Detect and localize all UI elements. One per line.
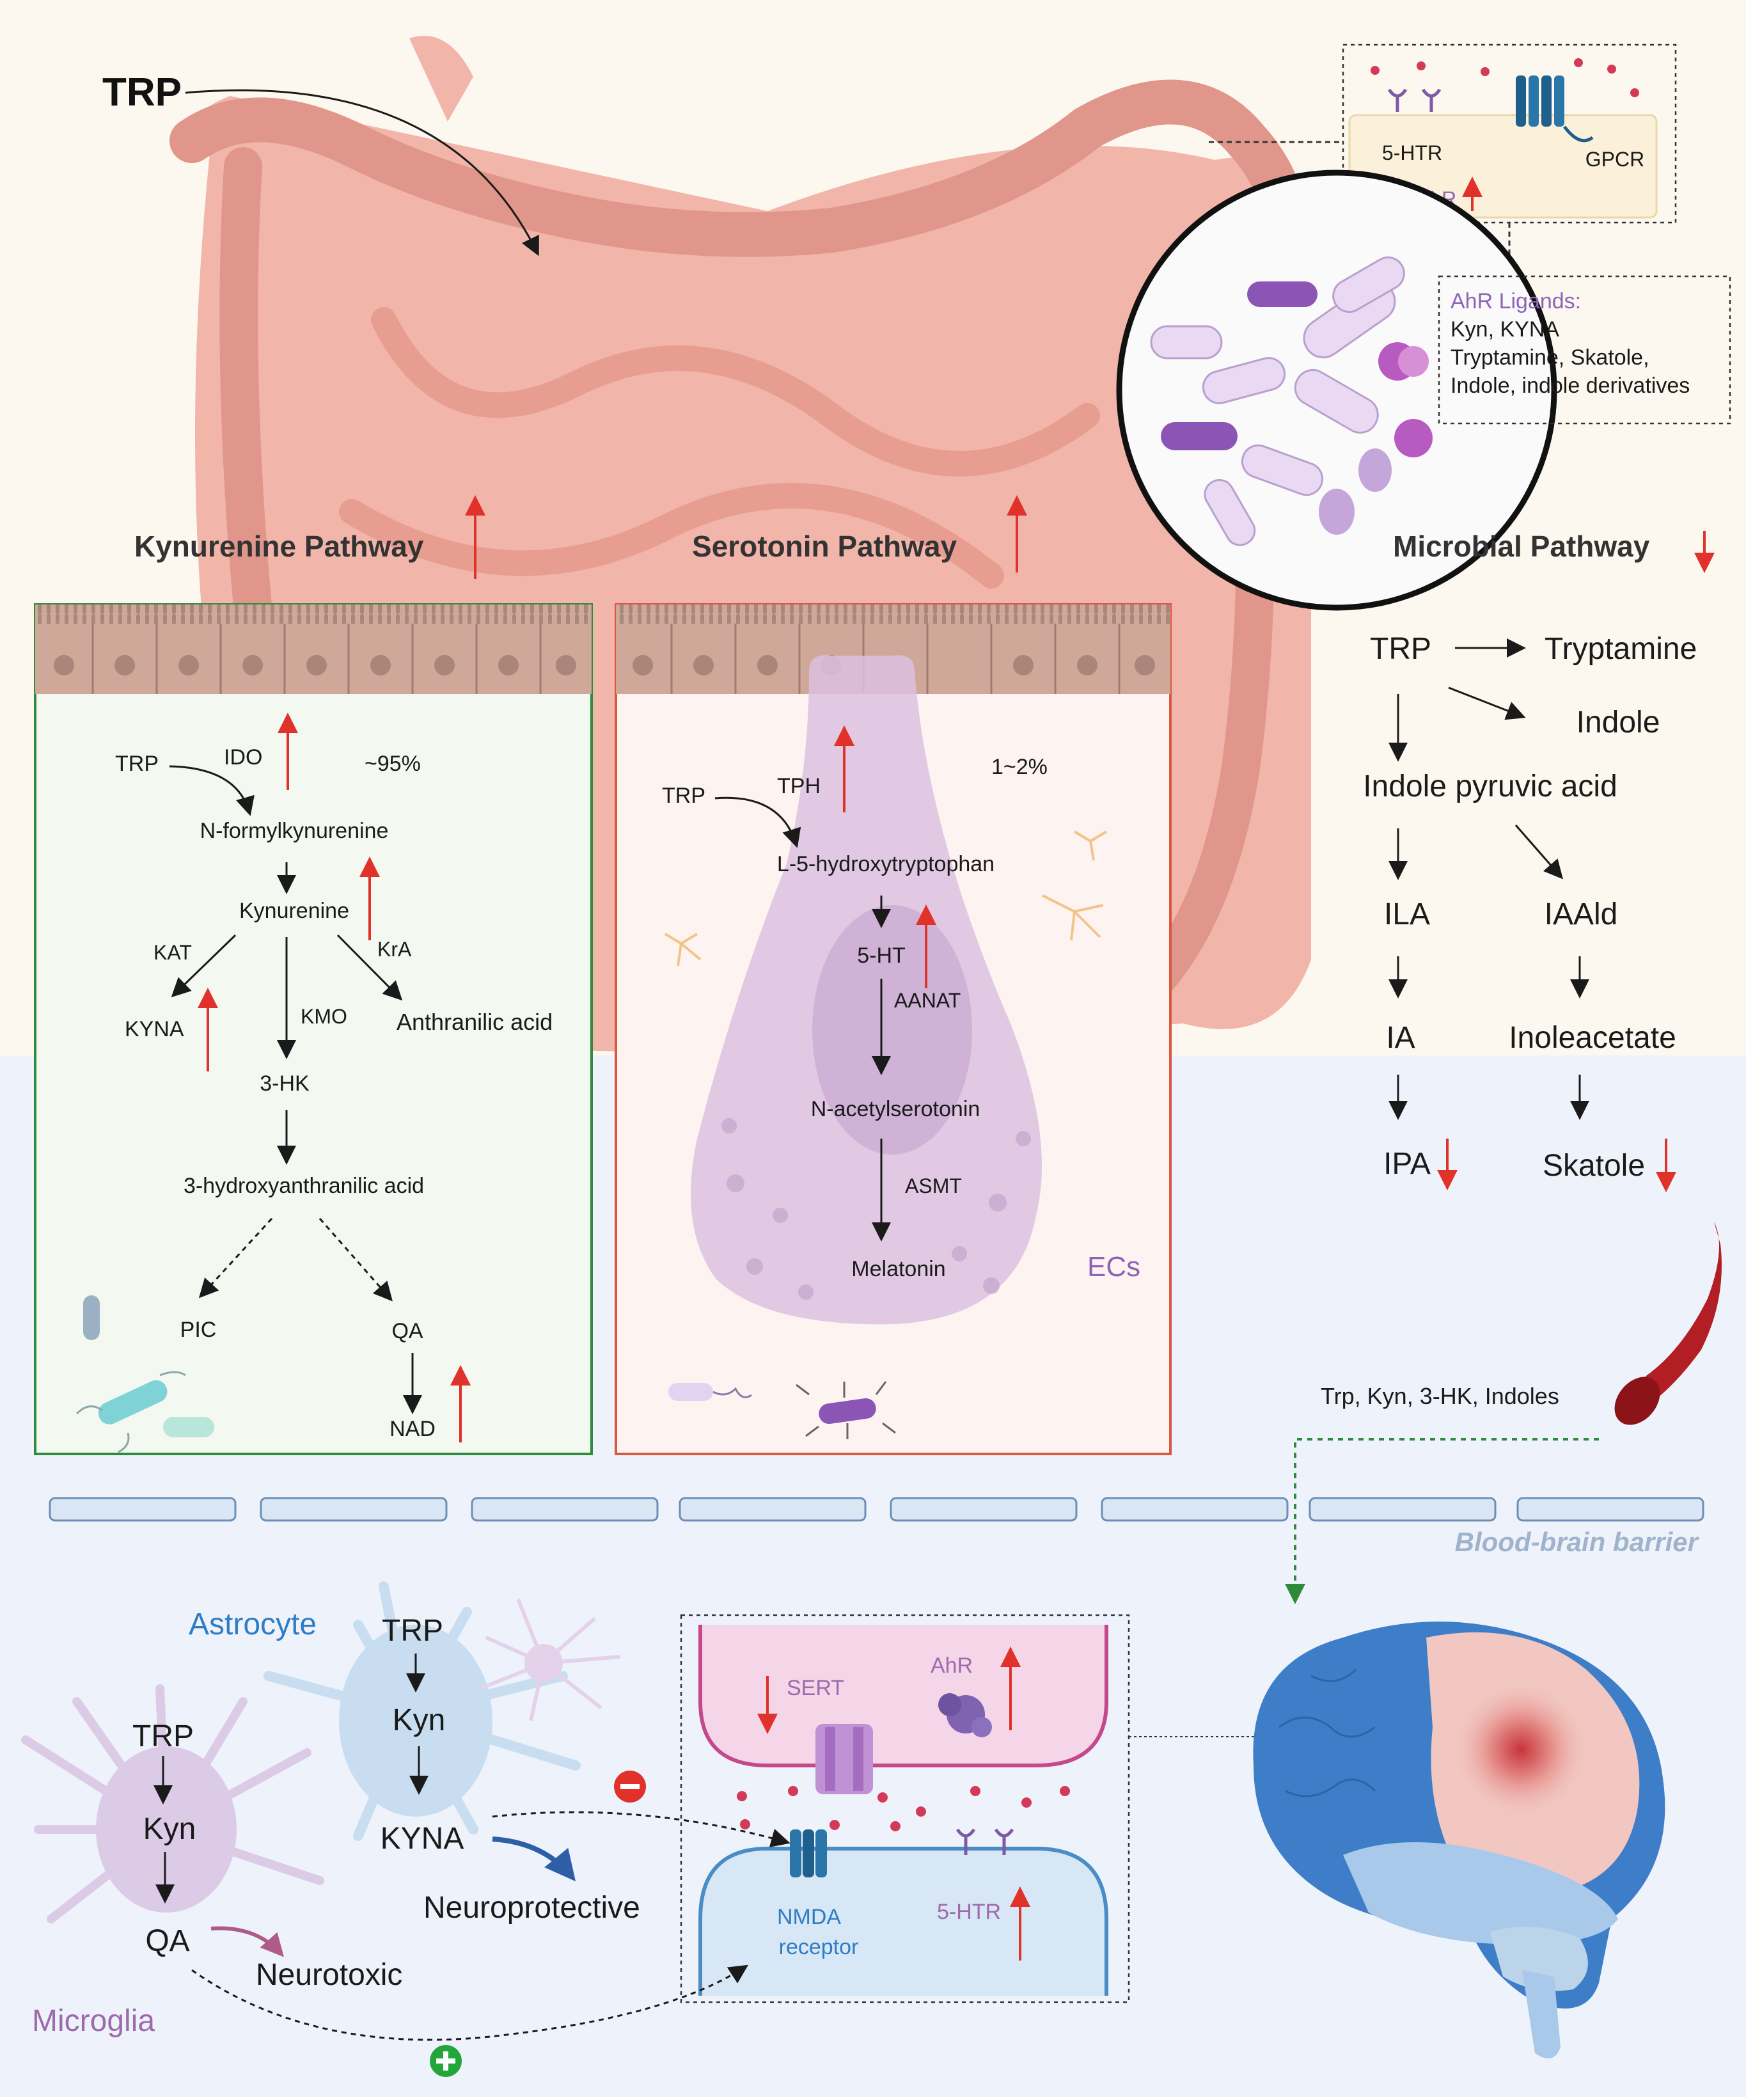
- ser-melatonin: Melatonin: [851, 1257, 945, 1281]
- ser-pct: 1~2%: [991, 755, 1048, 779]
- kyn-kyna: KYNA: [125, 1017, 184, 1041]
- qa-to-nmda-dashed-arrow: [191, 1964, 749, 2041]
- astrocyte-kyn: Kyn: [393, 1703, 446, 1737]
- mic-indole-pyruvic-acid: Indole pyruvic acid: [1363, 770, 1617, 803]
- astrocyte-small-icon: [478, 1598, 621, 1721]
- presynaptic-terminal: [698, 1625, 1108, 1767]
- serotonin-pathway-title: Serotonin Pathway: [692, 530, 957, 563]
- brain-illustration: [1253, 1622, 1665, 2058]
- ser-aanat: AANAT: [894, 989, 961, 1012]
- qa-neurotoxic-arrow: [210, 1926, 284, 1957]
- astrocyte-label: Astrocyte: [189, 1607, 317, 1641]
- kyn-kmo: KMO: [301, 1005, 347, 1028]
- mic-ia: IA: [1386, 1021, 1415, 1055]
- mic-ila: ILA: [1384, 897, 1430, 931]
- kyn-pic: PIC: [180, 1318, 217, 1342]
- serotonin-panel: [615, 603, 1172, 1455]
- plus-icon: [430, 2045, 462, 2077]
- ser-ecs: ECs: [1087, 1251, 1140, 1283]
- kyn-arrow-pic: [198, 1217, 273, 1299]
- kyn-arrow-qa: [319, 1218, 393, 1302]
- microglia-trp: TRP: [132, 1719, 194, 1753]
- mic-trp: TRP: [1370, 632, 1431, 666]
- microglia-qa: QA: [145, 1924, 189, 1958]
- mic-skatole: Skatole: [1543, 1149, 1645, 1183]
- kyn-kat: KAT: [153, 941, 192, 964]
- kyn-bacteria-icon: [75, 1295, 214, 1453]
- ahr-ligands-box: AhR Ligands: Kyn, KYNA Tryptamine, Skato…: [1438, 275, 1731, 425]
- mic-indole: Indole: [1577, 706, 1660, 739]
- minus-icon: [614, 1771, 646, 1803]
- sert-transporter-icon: [815, 1724, 873, 1794]
- neuroprotective-label: Neuroprotective: [423, 1891, 640, 1925]
- ser-tph: TPH: [777, 774, 821, 798]
- kynurenine-pathway-title: Kynurenine Pathway: [134, 530, 424, 563]
- ser-nas: N-acetylserotonin: [811, 1097, 980, 1121]
- synapse-htr-label: 5-HTR: [937, 1900, 1001, 1924]
- kynurenine-panel: [34, 603, 593, 1455]
- mic-inoleacetate: Inoleacetate: [1509, 1021, 1676, 1055]
- kyn-kynurenine: Kynurenine: [239, 899, 349, 923]
- ser-5ht: 5-HT: [857, 943, 906, 968]
- kyn-anthranilic: Anthranilic acid: [397, 1009, 553, 1035]
- receptor-box-gpcr: GPCR: [1585, 148, 1644, 171]
- synapse-ahr-label: AhR: [931, 1654, 973, 1678]
- mic-arrow-indole: [1448, 686, 1526, 720]
- gpcr-icon: [1516, 75, 1594, 143]
- microglia-kyn: Kyn: [143, 1812, 196, 1846]
- trp-to-intestine-arrow: [185, 89, 539, 257]
- kyn-kra: KrA: [377, 938, 412, 961]
- kyn-trp-arrow: [169, 765, 255, 816]
- ser-trp-arrow: [714, 796, 801, 848]
- kyn-haa: 3-hydroxyanthranilic acid: [184, 1174, 424, 1198]
- kyn-trp: TRP: [115, 752, 159, 776]
- kyn-ido: IDO: [224, 745, 262, 770]
- mic-iaald: IAAld: [1545, 897, 1618, 931]
- mic-ipa: IPA: [1383, 1147, 1431, 1181]
- microbial-pathway-title: Microbial Pathway: [1393, 530, 1650, 563]
- kyna-neuroprotective-arrow: [492, 1836, 576, 1882]
- ser-trp: TRP: [662, 784, 705, 808]
- ser-l5htp: L-5-hydroxytryptophan: [777, 852, 995, 876]
- kyna-to-nmda-dashed-arrow: [492, 1811, 790, 1847]
- ligands-title: AhR Ligands:: [1451, 289, 1581, 313]
- postsynaptic-terminal: [698, 1847, 1108, 1996]
- ser-bacteria-icons: [668, 1381, 896, 1439]
- nmda-label-2: receptor: [779, 1935, 859, 1959]
- blood-to-brain-dashed-arrow: [1285, 1438, 1599, 1604]
- kyn-3hk: 3-HK: [260, 1071, 310, 1096]
- kyn-arrow-kyna: [171, 934, 237, 998]
- top-trp-label: TRP: [102, 70, 182, 114]
- microbiota-circle: [1116, 170, 1557, 611]
- ligands-line-1: Kyn, KYNA: [1451, 317, 1559, 342]
- mic-tryptamine: Tryptamine: [1545, 632, 1697, 666]
- astrocyte-trp: TRP: [382, 1614, 443, 1648]
- kyn-arrow-anthranilic: [336, 934, 403, 1001]
- synapse-ahr-icon: [938, 1693, 992, 1737]
- ser-neuron-icons: [664, 830, 1108, 967]
- ser-asmt: ASMT: [905, 1174, 962, 1197]
- blood-label: Trp, Kyn, 3-HK, Indoles: [1321, 1383, 1559, 1409]
- receptor-box-htr: 5-HTR: [1382, 141, 1442, 164]
- kyn-nfk: N-formylkynurenine: [200, 819, 389, 843]
- bbb-label: Blood-brain barrier: [1455, 1527, 1700, 1557]
- neurotoxic-label: Neurotoxic: [256, 1958, 402, 1992]
- mic-arrow-iaald: [1514, 825, 1563, 880]
- blood-brain-barrier: [49, 1497, 1704, 1522]
- sert-label: SERT: [787, 1676, 844, 1700]
- ligands-line-3: Indole, indole derivatives: [1451, 374, 1690, 398]
- nmda-receptor-icon: [790, 1829, 827, 1877]
- kyn-pct: ~95%: [365, 752, 421, 776]
- nmda-label-1: NMDA: [777, 1905, 841, 1929]
- microglia-label: Microglia: [32, 2004, 155, 2038]
- astrocyte-kyna: KYNA: [381, 1822, 464, 1856]
- kyn-nad: NAD: [389, 1417, 436, 1441]
- kyn-qa: QA: [391, 1319, 423, 1343]
- ligands-line-2: Tryptamine, Skatole,: [1451, 345, 1649, 370]
